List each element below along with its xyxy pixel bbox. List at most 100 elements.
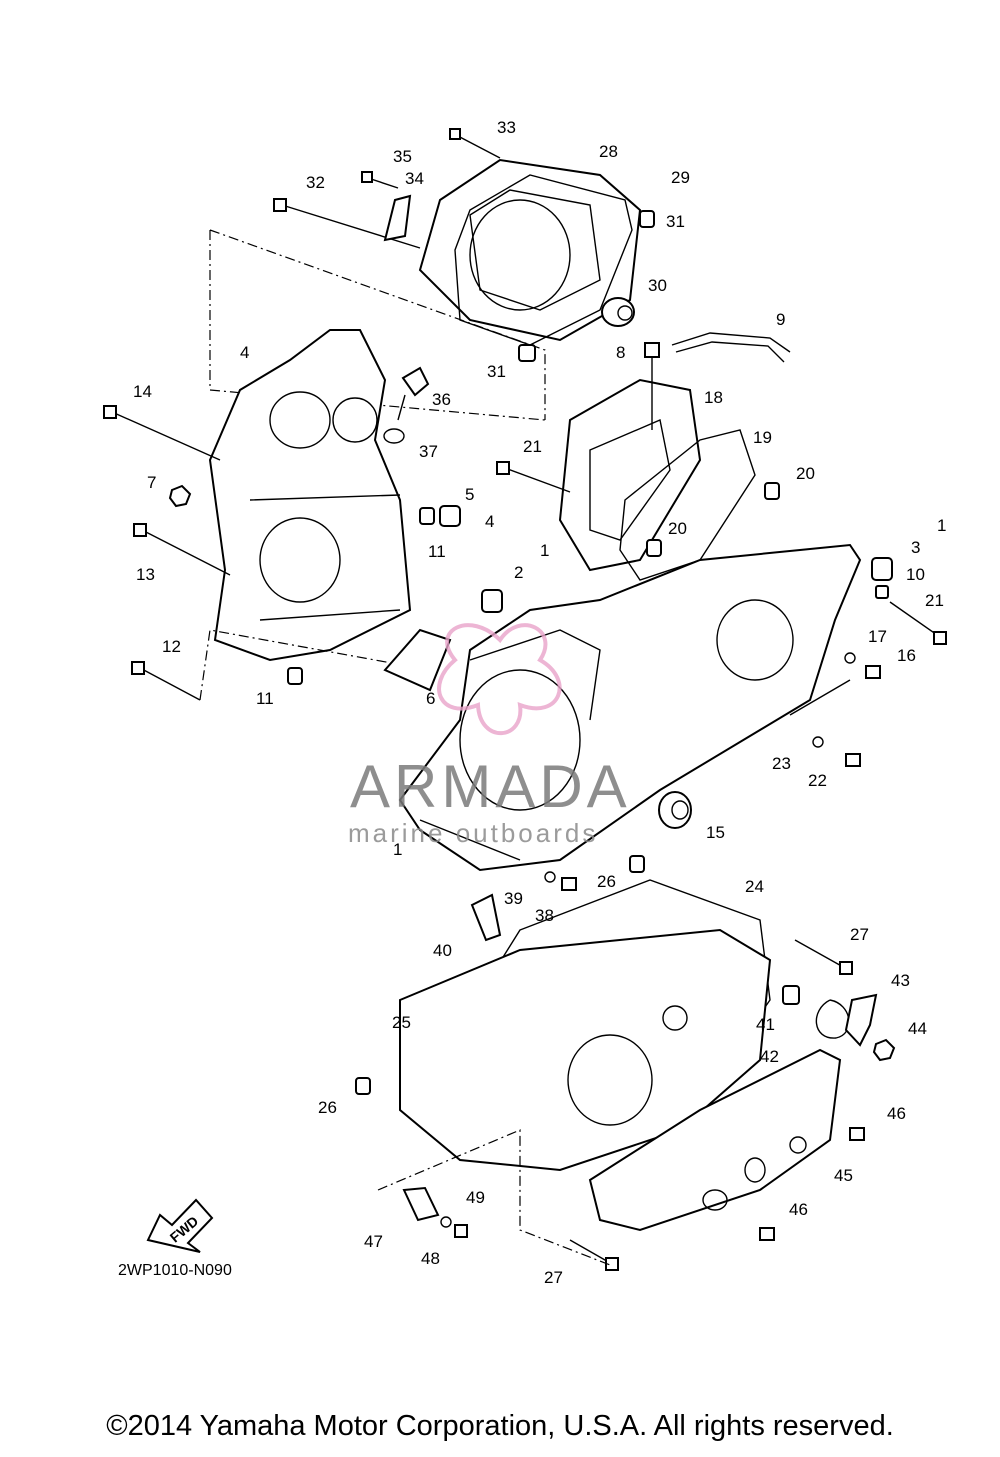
bolt-32 bbox=[273, 198, 421, 249]
callout-24: 24 bbox=[745, 877, 764, 896]
callout-2: 2 bbox=[514, 563, 523, 582]
dowel-11a bbox=[419, 507, 435, 525]
alignment-line-left bbox=[199, 629, 431, 701]
callout-36: 36 bbox=[432, 390, 451, 409]
callout-22: 22 bbox=[808, 771, 827, 790]
callout-44: 44 bbox=[908, 1019, 927, 1038]
callout-30: 30 bbox=[648, 276, 667, 295]
clip-10 bbox=[875, 585, 889, 599]
guide-6 bbox=[383, 628, 452, 692]
alignment-line-bottom bbox=[377, 1129, 611, 1266]
callout-labels: 1112344567891011111213141516171819202021… bbox=[133, 118, 946, 1287]
seal-15 bbox=[658, 791, 692, 829]
callout-26: 26 bbox=[318, 1098, 337, 1117]
dowel-41 bbox=[782, 985, 800, 1005]
callout-43: 43 bbox=[891, 971, 910, 990]
guard-45 bbox=[588, 1048, 842, 1232]
callout-21: 21 bbox=[925, 591, 944, 610]
callout-19: 19 bbox=[753, 428, 772, 447]
callout-31: 31 bbox=[487, 362, 506, 381]
callout-26: 26 bbox=[597, 872, 616, 891]
callout-4: 4 bbox=[240, 343, 249, 362]
dowel-26b bbox=[355, 1077, 371, 1095]
washer-49 bbox=[440, 1216, 452, 1228]
callout-29: 29 bbox=[671, 168, 690, 187]
callout-45: 45 bbox=[834, 1166, 853, 1185]
bracket-34 bbox=[383, 194, 412, 242]
dowel-20b bbox=[646, 539, 662, 557]
callout-27: 27 bbox=[544, 1268, 563, 1287]
bolt-46a bbox=[849, 1127, 865, 1141]
collar-3 bbox=[871, 557, 893, 581]
callout-41: 41 bbox=[756, 1015, 775, 1034]
dowel-11b bbox=[287, 667, 303, 685]
diagram-code: 2WP1010-N090 bbox=[118, 1262, 232, 1279]
callout-23: 23 bbox=[772, 754, 791, 773]
bolt-38 bbox=[561, 877, 577, 891]
bolt-33 bbox=[449, 128, 501, 159]
callout-8: 8 bbox=[616, 343, 625, 362]
callout-39: 39 bbox=[504, 889, 523, 908]
washer-23 bbox=[812, 736, 824, 748]
bolt-16 bbox=[865, 665, 881, 679]
cover-25 bbox=[399, 928, 772, 1172]
callout-9: 9 bbox=[776, 310, 785, 329]
callout-25: 25 bbox=[392, 1013, 411, 1032]
callout-48: 48 bbox=[421, 1249, 440, 1268]
bolt-27a bbox=[794, 939, 853, 975]
callout-32: 32 bbox=[306, 173, 325, 192]
callout-35: 35 bbox=[393, 147, 412, 166]
plate-43 bbox=[844, 993, 878, 1047]
callout-13: 13 bbox=[136, 565, 155, 584]
callout-11: 11 bbox=[428, 542, 446, 561]
callout-20: 20 bbox=[668, 519, 687, 538]
bearing-30 bbox=[601, 297, 635, 327]
cover-18 bbox=[558, 378, 702, 572]
spring-42 bbox=[815, 999, 850, 1039]
callout-5: 5 bbox=[465, 485, 474, 504]
callout-1: 1 bbox=[393, 840, 402, 859]
callout-4: 4 bbox=[485, 512, 494, 531]
o-ring-37 bbox=[383, 428, 405, 444]
callout-15: 15 bbox=[706, 823, 725, 842]
crankcase-cover-top bbox=[418, 158, 642, 342]
collar-2 bbox=[481, 589, 503, 613]
dowel-31b bbox=[518, 344, 536, 362]
callout-38: 38 bbox=[535, 906, 554, 925]
gasket-top bbox=[454, 174, 633, 346]
callout-16: 16 bbox=[897, 646, 916, 665]
callout-37: 37 bbox=[419, 442, 438, 461]
boundary-line-right bbox=[789, 679, 851, 716]
bolt-27b bbox=[569, 1239, 619, 1271]
callout-20: 20 bbox=[796, 464, 815, 483]
callout-27: 27 bbox=[850, 925, 869, 944]
sensor-40 bbox=[470, 893, 502, 942]
callout-18: 18 bbox=[704, 388, 723, 407]
dowel-31a bbox=[639, 210, 655, 228]
callout-17: 17 bbox=[868, 627, 887, 646]
callout-49: 49 bbox=[466, 1188, 485, 1207]
dowel-20a bbox=[764, 482, 780, 500]
callout-46: 46 bbox=[887, 1104, 906, 1123]
callout-28: 28 bbox=[599, 142, 618, 161]
bolt-46b bbox=[759, 1227, 775, 1241]
bolt-21b bbox=[889, 601, 947, 645]
callout-3: 3 bbox=[911, 538, 920, 557]
callout-11: 11 bbox=[256, 689, 274, 708]
callout-34: 34 bbox=[405, 169, 424, 188]
callout-10: 10 bbox=[906, 565, 925, 584]
callout-12: 12 bbox=[162, 637, 181, 656]
callout-42: 42 bbox=[760, 1047, 779, 1066]
callout-21: 21 bbox=[523, 437, 542, 456]
plug-36 bbox=[397, 366, 430, 421]
callout-6: 6 bbox=[426, 689, 435, 708]
hose-9 bbox=[671, 332, 791, 363]
collar-5 bbox=[439, 505, 461, 527]
crankcase-left bbox=[208, 329, 412, 662]
armada-logo-mark bbox=[437, 623, 562, 736]
dowel-26a bbox=[629, 855, 645, 873]
bolt-21a bbox=[496, 461, 571, 493]
bolt-48 bbox=[454, 1224, 468, 1238]
washer-17 bbox=[844, 652, 856, 664]
